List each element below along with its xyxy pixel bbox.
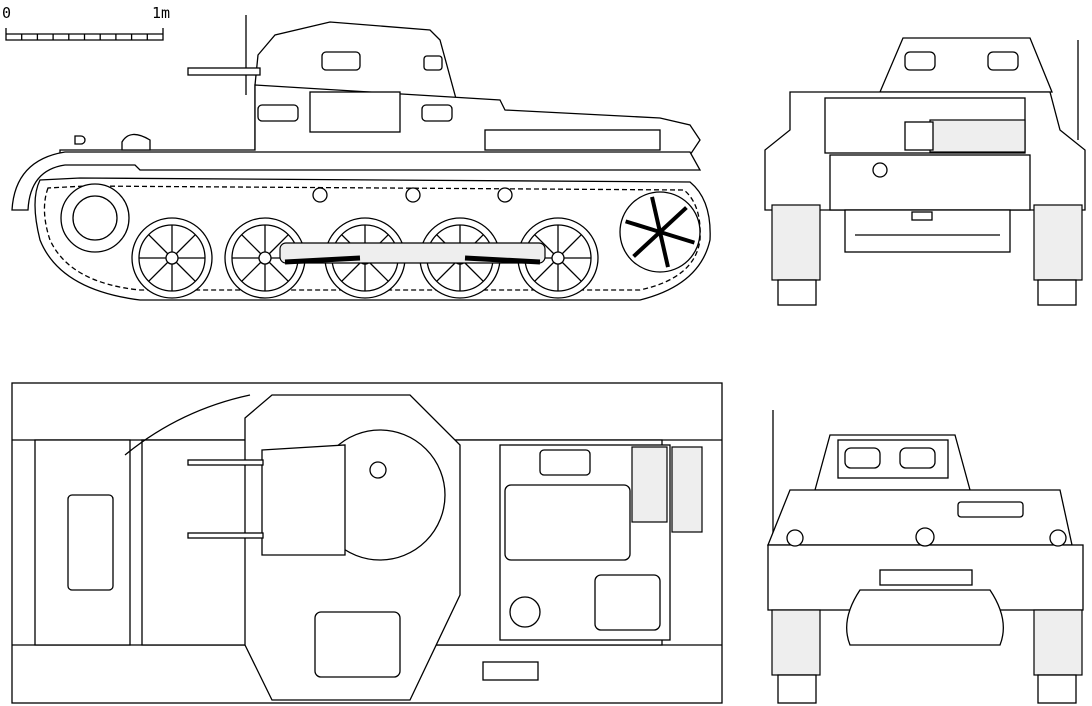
left-track-rear: [771, 609, 821, 676]
fender-side: [11, 151, 702, 211]
gun-barrel: [187, 67, 261, 76]
rear-view: [767, 410, 1084, 704]
scale-bar: 0 1m: [2, 4, 170, 41]
scale-start-label: 0: [2, 4, 11, 22]
front-view: [764, 37, 1086, 306]
drive-sprocket: [60, 183, 130, 253]
right-track-front: [1033, 204, 1083, 281]
road-wheel: [224, 217, 306, 299]
left-track-front: [771, 204, 821, 281]
right-track-rear: [1033, 609, 1083, 676]
return-roller: [497, 187, 513, 203]
grille: [631, 446, 668, 523]
hatch: [261, 444, 346, 556]
return-roller: [405, 187, 421, 203]
radiator: [929, 119, 1026, 153]
road-wheel: [131, 217, 213, 299]
scale-end-label: 1m: [152, 4, 170, 22]
idler-wheel: [619, 191, 701, 273]
radiator-top: [671, 446, 703, 533]
side-view: [11, 15, 711, 301]
top-view: [11, 382, 723, 704]
return-roller: [312, 187, 328, 203]
road-wheel: [517, 217, 599, 299]
